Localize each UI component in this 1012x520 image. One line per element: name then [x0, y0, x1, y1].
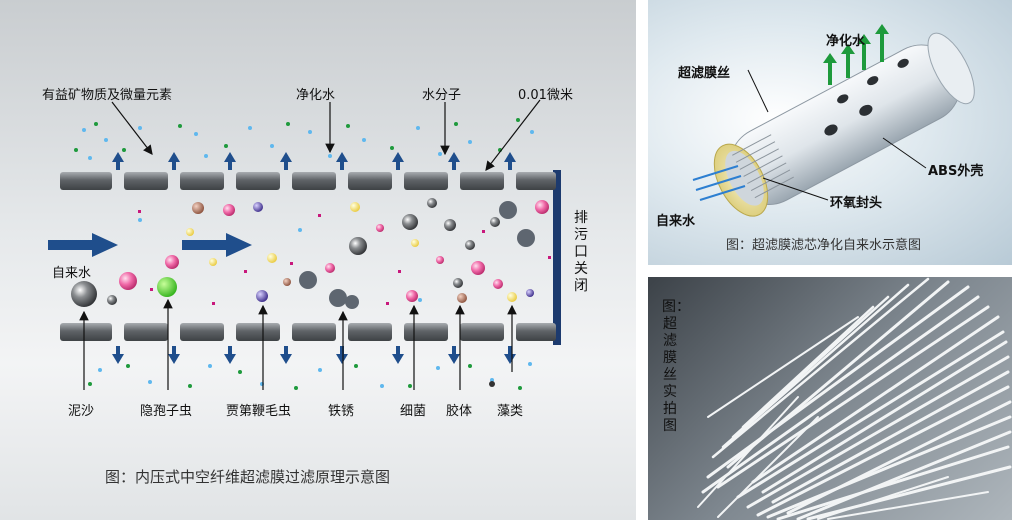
hollow-fibers [697, 277, 1012, 520]
right-top-caption: 图：超滤膜滤芯净化自来水示意图 [726, 238, 922, 253]
fiber-bundle-svg [697, 277, 1012, 520]
label-cartridge-purified: 净化水 [826, 34, 866, 49]
label-sediment: 泥沙 [68, 404, 95, 419]
filter-cartridge-diagram: 净化水 超滤膜丝 ABS外壳 环氧封头 自来水 图：超滤膜滤芯净化自来水示意图 [648, 0, 1012, 265]
membrane-photo: 图：超滤膜丝实拍图 [648, 277, 1012, 520]
label-drain-closed: 排污口关闭 [574, 210, 588, 294]
label-colloid: 胶体 [446, 404, 473, 419]
label-cartridge-tap: 自来水 [656, 214, 696, 229]
label-cartridge-membrane: 超滤膜丝 [678, 66, 731, 81]
bottom-pointer-lines [79, 298, 517, 390]
water-molecule-dots [74, 118, 534, 390]
label-giardia: 贾第鞭毛虫 [226, 404, 292, 419]
label-cartridge-seal: 环氧封头 [830, 196, 883, 211]
inflow-arrows [48, 233, 252, 257]
bottom-membrane-wall [60, 323, 556, 341]
label-algae: 藻类 [497, 404, 524, 419]
right-bottom-caption: 图：超滤膜丝实拍图 [662, 299, 690, 434]
top-membrane-wall [60, 172, 556, 190]
label-water-molecule: 水分子 [422, 88, 462, 103]
label-cartridge-shell: ABS外壳 [928, 164, 984, 179]
cartridge-pointers [747, 69, 927, 201]
label-rust: 铁锈 [328, 404, 355, 419]
left-caption: 图：内压式中空纤维超滤膜过滤原理示意图 [105, 468, 391, 486]
drain-wall [553, 170, 561, 345]
tap-water-arrows [692, 165, 746, 201]
cartridge-body [713, 32, 975, 217]
label-tap-water: 自来水 [52, 266, 92, 281]
outflow-up-arrows [112, 152, 516, 170]
label-bacteria: 细菌 [400, 404, 427, 419]
filtration-principle-diagram: 有益矿物质及微量元素 净化水 水分子 0.01微米 自来水 排污口关闭 泥沙 隐… [0, 0, 636, 520]
cartridge-svg [692, 24, 975, 217]
contaminant-particles [71, 198, 551, 387]
top-pointer-lines [111, 99, 541, 171]
label-cryptosporidium: 隐孢子虫 [140, 404, 193, 419]
outflow-down-arrows [112, 346, 516, 364]
purified-water-arrows [823, 24, 889, 85]
label-pore-size: 0.01微米 [518, 88, 573, 103]
label-minerals: 有益矿物质及微量元素 [42, 88, 173, 103]
principle-svg [48, 99, 561, 390]
label-purified-water: 净化水 [296, 88, 336, 103]
